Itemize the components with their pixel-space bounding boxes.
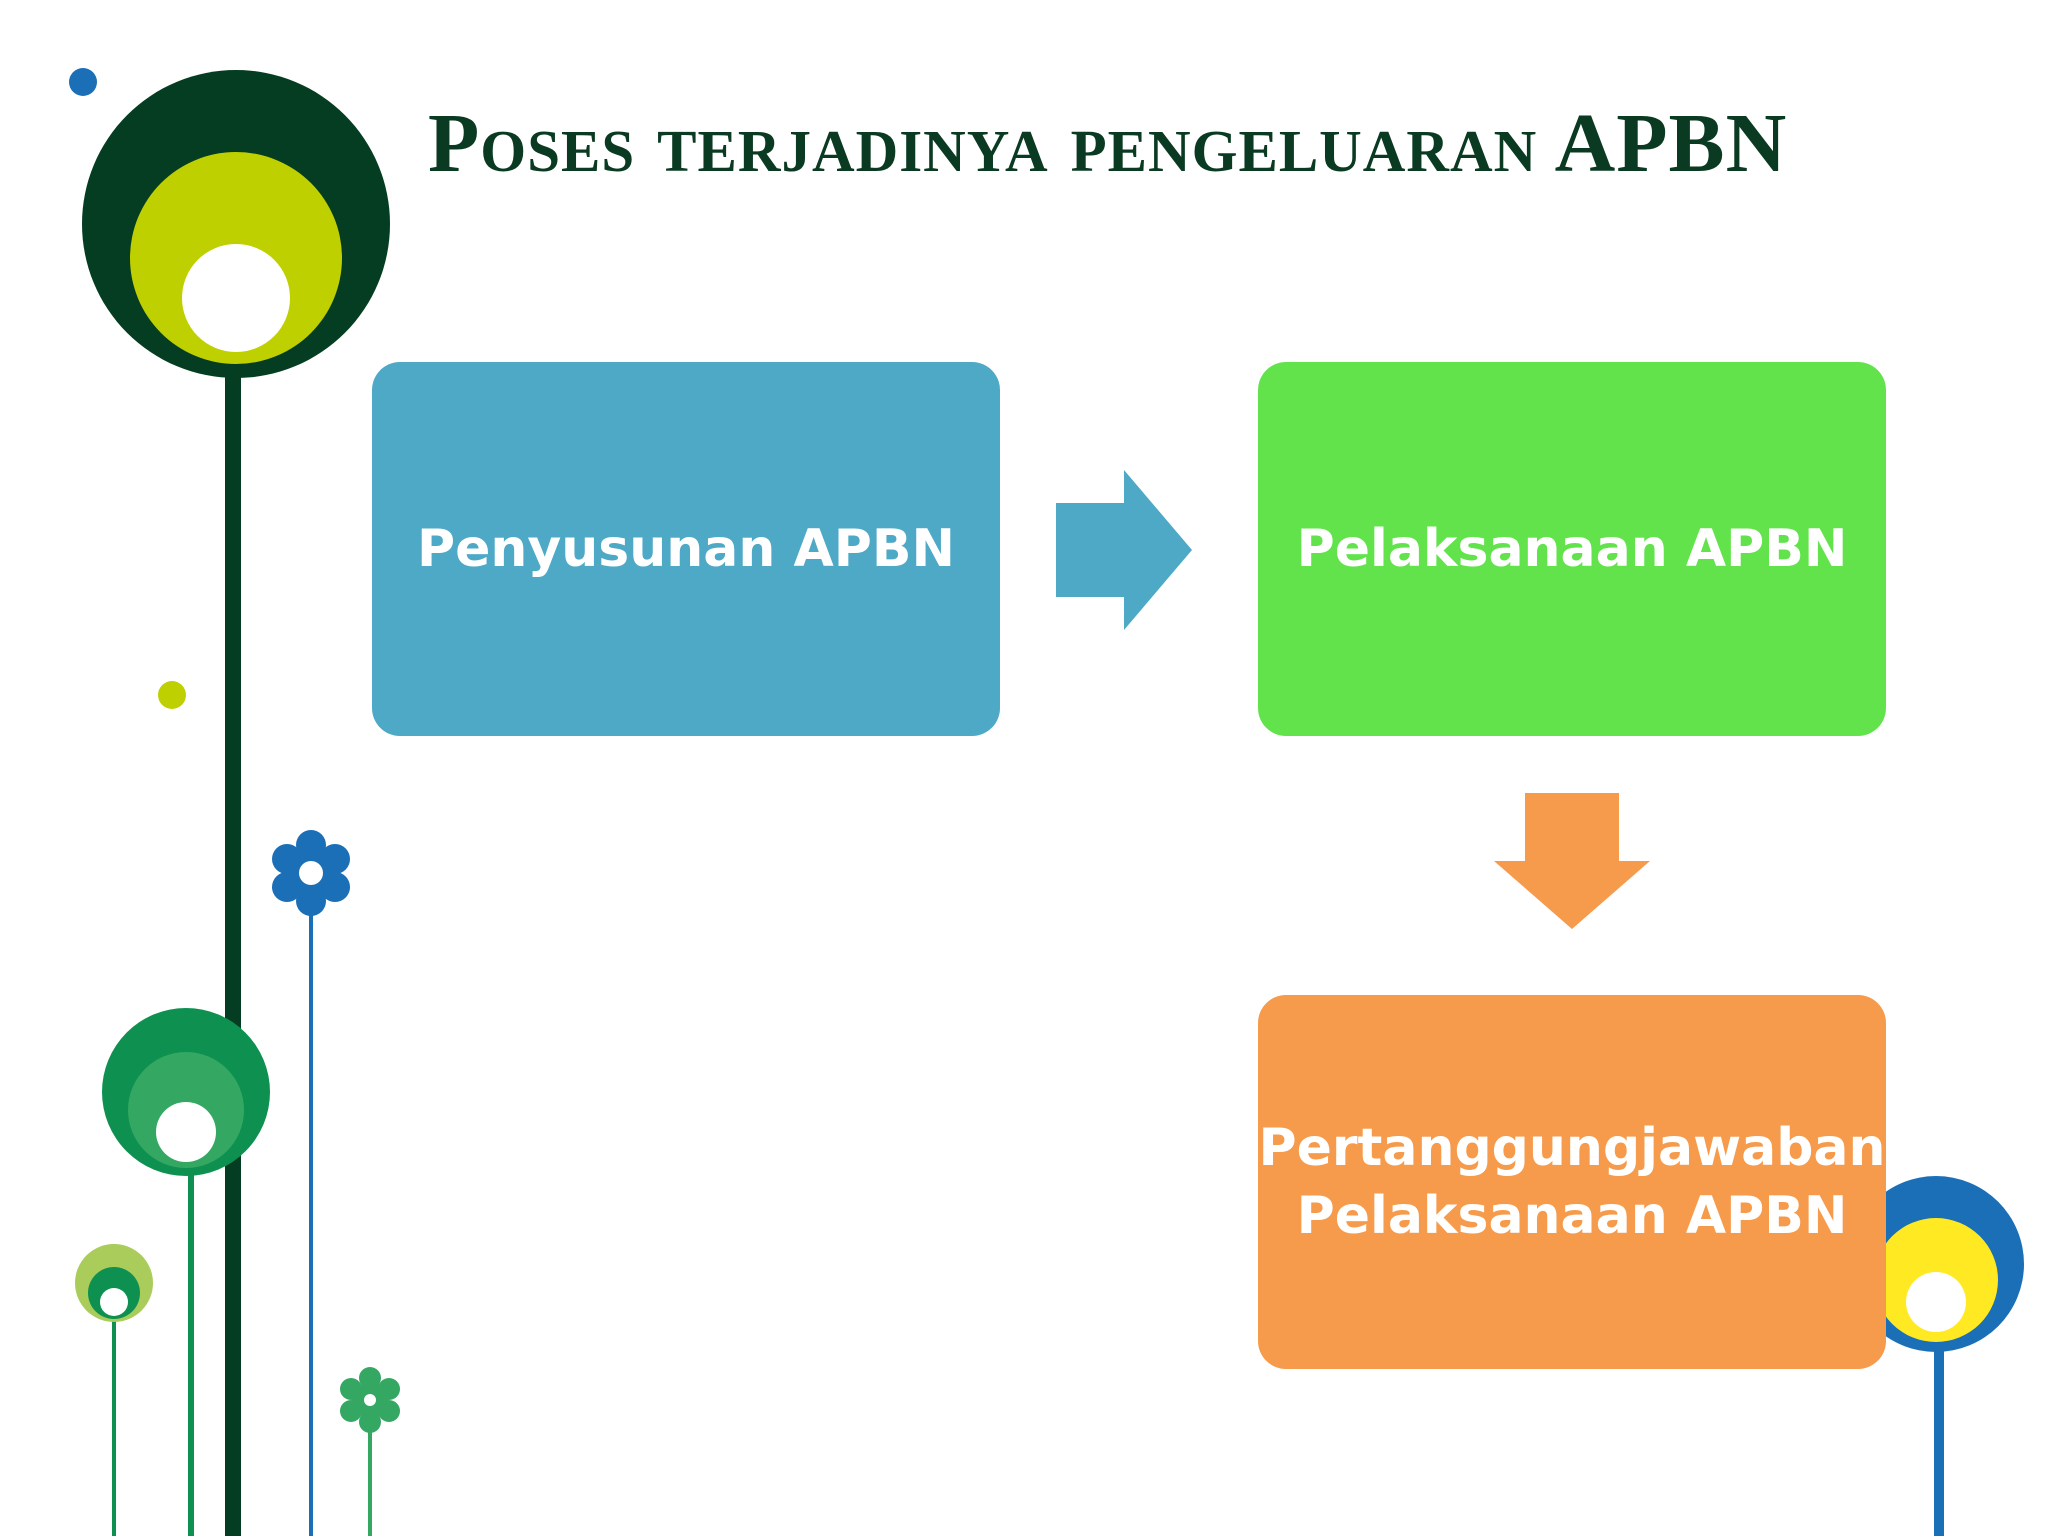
dark-stem: [225, 370, 241, 1536]
step-pertanggungjawaban-box: Pertanggungjawaban Pelaksanaan APBN: [1258, 995, 1886, 1369]
arrow-right-icon: [1056, 470, 1192, 630]
slide-title: Poses terjadinya pengeluaran APBN: [428, 97, 1788, 190]
step-label: Pelaksanaan APBN: [1296, 519, 1848, 579]
step-label: Penyusunan APBN: [416, 519, 956, 579]
blue-yellow-circle-icon: [1848, 1176, 2024, 1352]
blue-dot-icon: [69, 68, 97, 96]
green-circle-icon: [102, 1008, 270, 1176]
step-label: Pertanggungjawaban Pelaksanaan APBN: [1258, 1118, 1886, 1246]
green-stem: [188, 1170, 194, 1536]
light-green-circle-icon: [75, 1244, 153, 1322]
right-blue-stem: [1934, 1340, 1944, 1536]
small-flower-stem: [368, 1420, 372, 1536]
top-circle-icon: [82, 70, 390, 378]
lime-dot-icon: [158, 681, 186, 709]
green-flower-icon: [340, 1367, 400, 1433]
blue-flower-icon: [272, 830, 350, 916]
small-green-stem: [112, 1300, 116, 1536]
blue-stem: [309, 900, 313, 1536]
step-pelaksanaan-box: Pelaksanaan APBN: [1258, 362, 1886, 736]
step-penyusunan-box: Penyusunan APBN: [372, 362, 1000, 736]
arrow-down-icon: [1494, 793, 1650, 929]
